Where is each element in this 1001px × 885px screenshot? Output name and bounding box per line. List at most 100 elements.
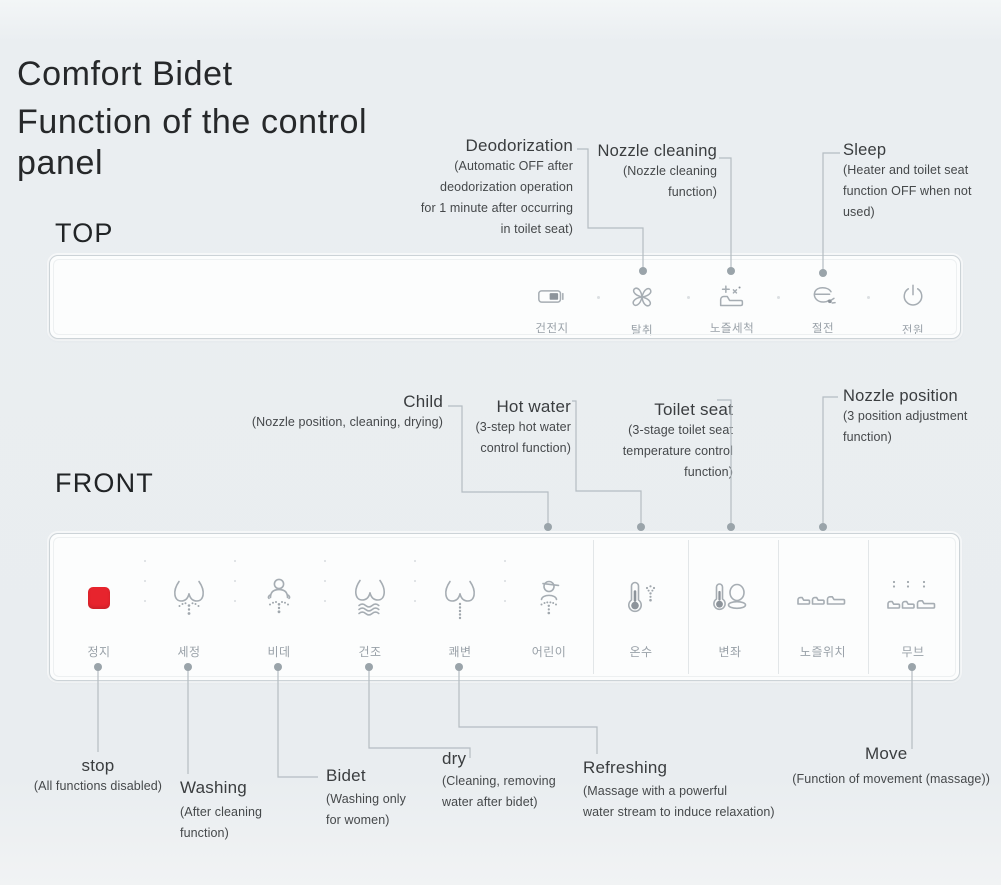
- annotation-dry: dry (Cleaning, removing water after bide…: [442, 749, 592, 813]
- front-button-dry: 건조: [330, 556, 410, 660]
- annotation-stop: stop (All functions disabled): [20, 756, 176, 797]
- separator-dots: [414, 560, 416, 606]
- annotation-deodorization-desc: (Automatic OFF after deodorization opera…: [420, 159, 573, 236]
- bidet-icon: [267, 578, 291, 614]
- deodorization-fan-icon: [632, 287, 652, 307]
- front-button-refreshing: 쾌변: [420, 556, 500, 660]
- annotation-stop-desc: (All functions disabled): [33, 779, 163, 793]
- annotation-move-desc-block: (Function of movement (massage)): [780, 769, 990, 790]
- front-button-move: 무브: [873, 556, 953, 660]
- annotation-hot-water-title: Hot water: [496, 397, 571, 416]
- separator-dot: [867, 296, 870, 299]
- top-button-deodorization-label: 탈취: [630, 325, 654, 337]
- annotation-washing-desc: (After cleaning function): [180, 805, 263, 840]
- power-icon: [903, 284, 923, 306]
- annotation-child: Child (Nozzle position, cleaning, drying…: [213, 392, 443, 433]
- front-button-refreshing-label: 쾌변: [448, 645, 472, 659]
- annotation-washing: Washing (After cleaning function): [180, 778, 310, 844]
- annotation-sleep: Sleep (Heater and toilet seat function O…: [843, 141, 998, 223]
- front-button-child-label: 어린이: [531, 645, 567, 659]
- child-icon: [540, 580, 560, 615]
- front-button-toilet-seat: 변좌: [690, 556, 770, 660]
- washing-icon: [174, 580, 204, 615]
- annotation-sleep-desc: (Heater and toilet seat function OFF whe…: [843, 163, 972, 219]
- annotation-move: Move: [865, 744, 907, 764]
- leader-dot-nozzle-position: [819, 523, 827, 531]
- leader-dot-child: [544, 523, 552, 531]
- annotation-nozzle-cleaning: Nozzle cleaning (Nozzle cleaning functio…: [577, 142, 717, 203]
- front-button-washing-label: 세정: [177, 645, 201, 659]
- front-button-toilet-seat-label: 변좌: [718, 645, 742, 659]
- front-button-child: 어린이: [509, 556, 589, 660]
- separator-dot: [687, 296, 690, 299]
- front-control-panel: 정지 세정 비데: [49, 533, 960, 681]
- front-button-bidet-label: 비데: [267, 645, 291, 659]
- separator-dots: [504, 560, 506, 606]
- nozzle-position-icon: [797, 596, 846, 605]
- panel-divider: [868, 540, 869, 674]
- annotation-move-title: Move: [865, 744, 908, 763]
- front-button-nozzle-position-label: 노즐위치: [799, 645, 847, 659]
- separator-dots: [234, 560, 236, 606]
- annotation-sleep-title: Sleep: [843, 141, 887, 159]
- annotation-deodorization-title: Deodorization: [465, 136, 573, 155]
- annotation-bidet-desc: (Washing only for women): [326, 792, 407, 827]
- panel-divider: [688, 540, 689, 674]
- refreshing-icon: [445, 580, 475, 620]
- panel-divider: [778, 540, 779, 674]
- annotation-stop-title: stop: [81, 756, 115, 775]
- separator-dots: [324, 560, 326, 606]
- annotation-nozzle-position-title: Nozzle position: [843, 387, 958, 405]
- panel-divider: [593, 540, 594, 674]
- annotation-deodorization: Deodorization (Automatic OFF after deodo…: [373, 136, 573, 240]
- annotation-child-desc: (Nozzle position, cleaning, drying): [251, 415, 443, 429]
- annotation-dry-desc: (Cleaning, removing water after bidet): [442, 774, 556, 809]
- annotation-nozzle-position: Nozzle position (3 position adjustment f…: [843, 387, 1001, 448]
- top-control-panel: 건전지 탈취 노즐세척: [49, 255, 961, 339]
- annotation-nozzle-position-desc: (3 position adjustment function): [843, 409, 968, 444]
- annotation-hot-water-desc: (3-step hot water control function): [475, 420, 571, 455]
- annotation-move-desc: (Function of movement (massage)): [792, 772, 990, 786]
- annotation-hot-water: Hot water (3-step hot water control func…: [441, 397, 571, 459]
- front-button-bidet: 비데: [239, 556, 319, 660]
- leader-dot-hot-water: [637, 523, 645, 531]
- page-title: Comfort Bidet: [17, 55, 233, 93]
- leader-line-dry: [368, 668, 471, 758]
- battery-icon: [538, 290, 564, 303]
- leader-dot-toilet-seat: [727, 523, 735, 531]
- annotation-toilet-seat-title: Toilet seat: [654, 400, 733, 419]
- annotation-child-title: Child: [403, 392, 443, 411]
- annotation-toilet-seat: Toilet seat (3-stage toilet seat tempera…: [593, 400, 733, 483]
- front-button-move-label: 무브: [901, 645, 925, 659]
- top-button-deodorization: 탈취: [604, 281, 680, 338]
- annotation-washing-title: Washing: [180, 778, 247, 797]
- leader-line-nozzle-position: [822, 396, 838, 527]
- top-section-label: TOP: [55, 218, 114, 248]
- power-saving-icon: [813, 286, 836, 304]
- leader-line-bidet: [277, 668, 318, 778]
- annotation-refreshing: Refreshing (Massage with a powerful wate…: [583, 758, 813, 823]
- separator-dots: [144, 560, 146, 606]
- front-section-label: FRONT: [55, 468, 154, 498]
- front-button-washing: 세정: [149, 556, 229, 660]
- top-button-power: 전원: [875, 281, 951, 338]
- top-button-battery: 건전지: [514, 281, 590, 336]
- top-button-battery-label: 건전지: [535, 323, 569, 335]
- front-button-hot-water-label: 온수: [629, 645, 653, 659]
- annotation-toilet-seat-desc: (3-stage toilet seat temperature control…: [622, 423, 733, 479]
- top-button-power-saving: 절전: [785, 281, 861, 336]
- toilet-seat-icon: [713, 583, 747, 611]
- front-button-dry-label: 건조: [358, 645, 382, 659]
- annotation-nozzle-cleaning-desc: (Nozzle cleaning function): [622, 164, 717, 199]
- top-button-nozzle-cleaning: 노즐세척: [694, 281, 770, 336]
- top-button-nozzle-cleaning-label: 노즐세척: [709, 323, 755, 335]
- hot-water-icon: [628, 581, 656, 613]
- annotation-dry-title: dry: [442, 749, 467, 768]
- front-button-stop: 정지: [59, 556, 139, 660]
- move-icon: [887, 580, 936, 609]
- annotation-bidet: Bidet (Washing only for women): [326, 766, 446, 831]
- annotation-nozzle-cleaning-title: Nozzle cleaning: [597, 142, 717, 160]
- page-subtitle: Function of the control panel: [17, 103, 368, 182]
- annotation-refreshing-desc: (Massage with a powerful water stream to…: [583, 784, 775, 819]
